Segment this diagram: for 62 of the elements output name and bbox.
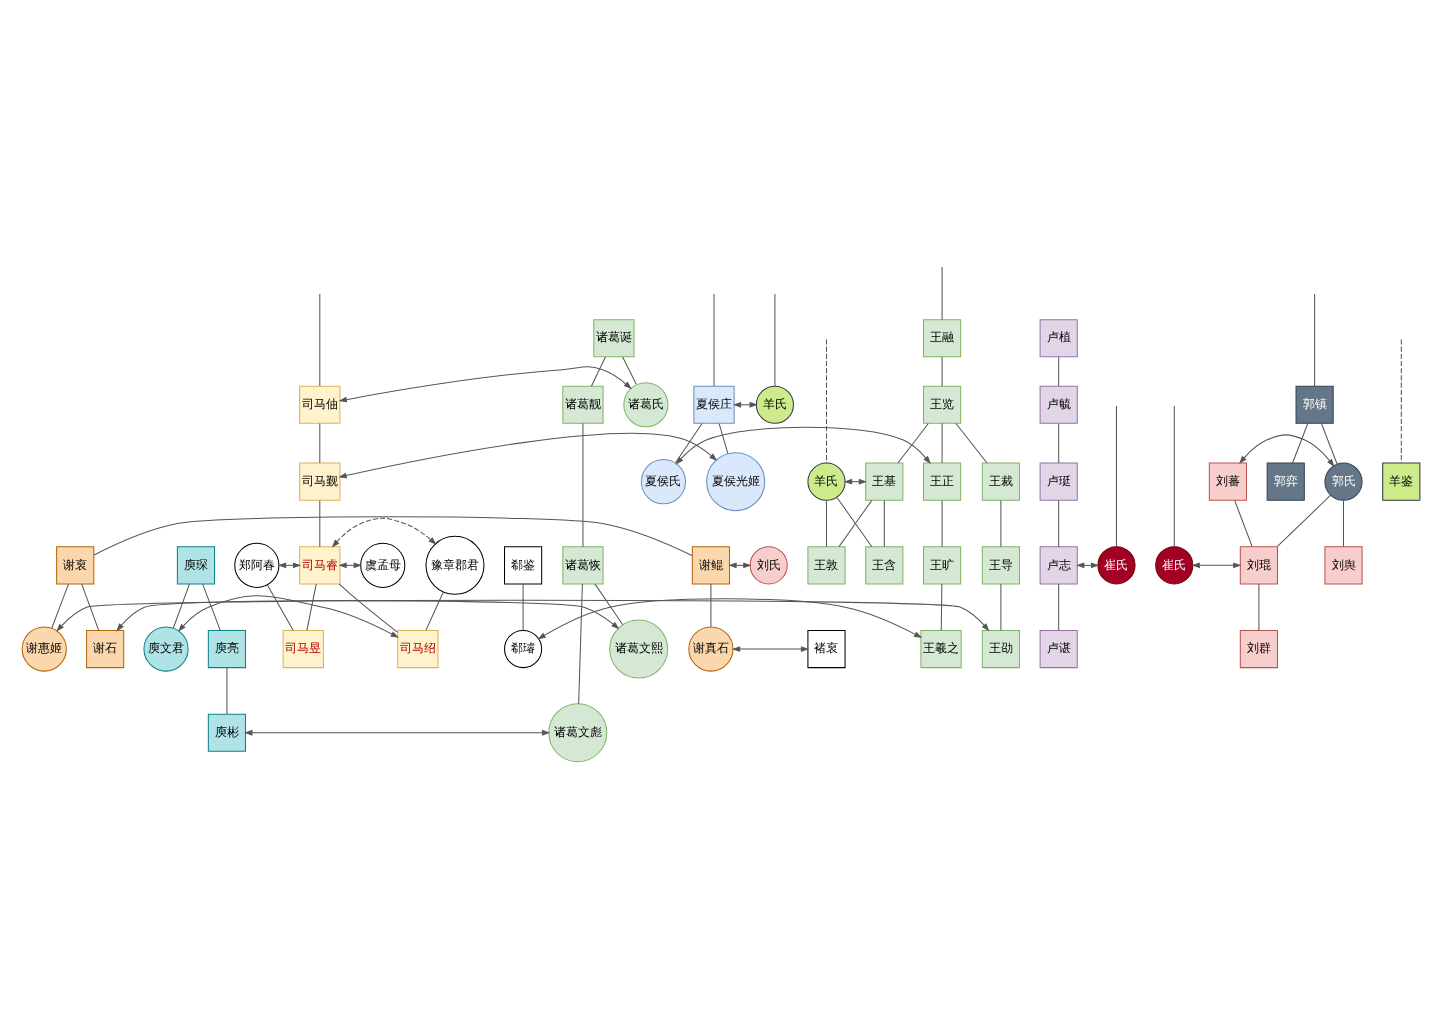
arrow [337,366,631,403]
connector [939,583,942,631]
connector [709,583,711,628]
connector [521,583,523,631]
arrow [177,595,398,638]
connector [1319,423,1337,465]
arrow [1190,562,1241,569]
connector [305,583,316,631]
connector [225,667,227,715]
connector [717,423,728,455]
connector [773,293,775,387]
connector [940,356,942,387]
connector [1342,499,1344,548]
connector [337,583,398,633]
connector [940,266,942,321]
connector [171,583,189,629]
connector [593,583,623,626]
connector [712,293,714,387]
connector [265,584,293,631]
arrow [674,426,930,465]
connector [824,338,826,464]
connector [1114,405,1116,548]
connector [1057,356,1059,387]
connector [589,356,605,387]
connector [1399,338,1401,464]
arrow [1238,434,1334,468]
connector [1313,293,1315,387]
connector [954,423,987,464]
connector [577,583,582,705]
connector [896,423,928,464]
connector [1172,405,1174,548]
connector [940,499,942,548]
arrow [55,599,989,632]
connector [424,591,443,631]
arrow [243,729,550,736]
connector [882,499,884,548]
connector [999,499,1001,548]
connector [318,499,320,548]
connector [80,583,99,631]
connector [1233,499,1252,548]
arrow [115,600,619,632]
connector [318,293,320,387]
connector [1257,583,1259,631]
connector [1291,423,1308,464]
connector [318,423,320,464]
connector [201,583,220,631]
connector [999,583,1001,631]
arrow [730,646,809,652]
connector [581,422,583,548]
arrow [330,517,436,548]
connector [50,583,68,629]
connector [621,356,636,385]
connector [1275,494,1331,547]
connector [674,423,702,463]
connector [1057,499,1059,548]
arrow [337,432,717,479]
connector [92,516,692,557]
arrow [536,598,922,640]
connector [824,499,826,548]
connector [1057,583,1059,631]
connector [940,423,942,464]
connector [1057,423,1059,464]
